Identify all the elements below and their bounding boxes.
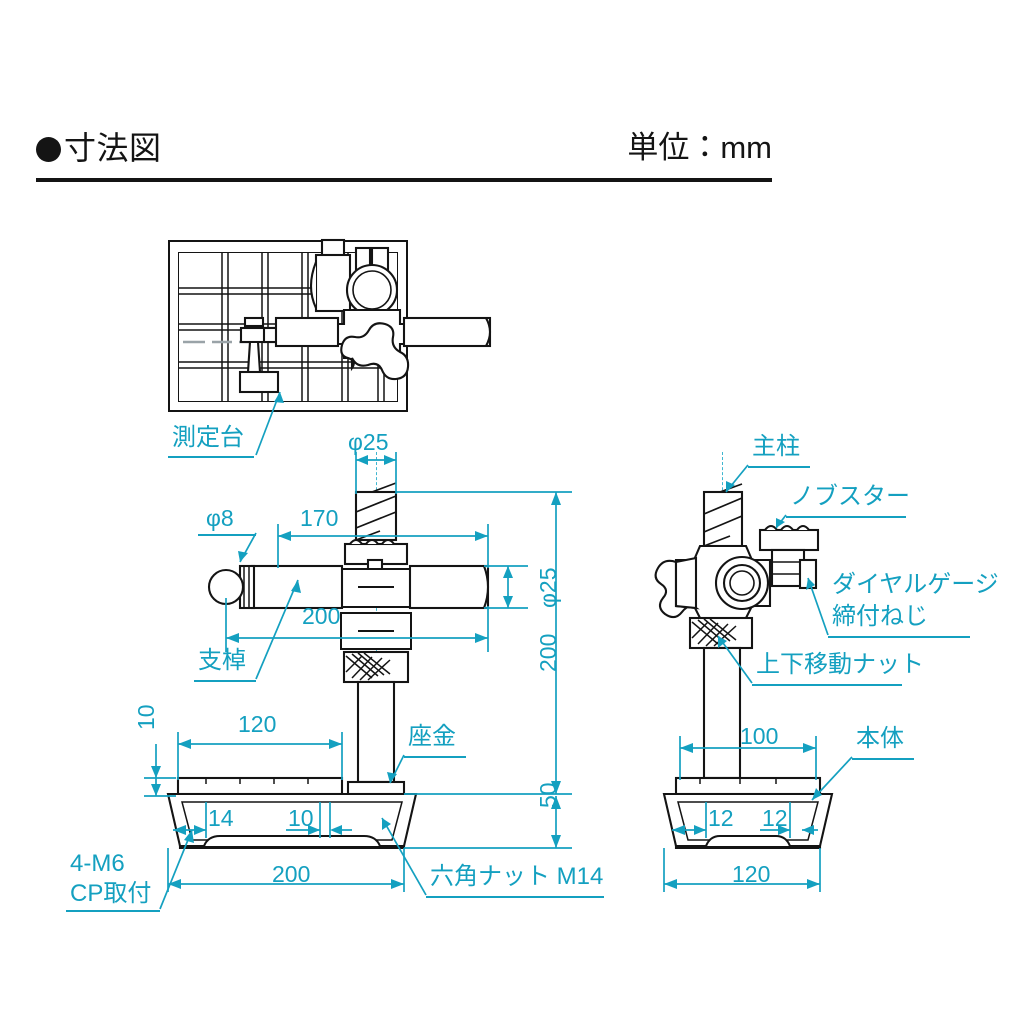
label-main-column-underline [748, 466, 810, 468]
label-measuring-table-underline [168, 456, 254, 458]
dim-200-base-text: 200 [272, 861, 311, 887]
label-measuring-table: 測定台 [172, 424, 244, 451]
label-cp-mount: CP取付 [70, 880, 152, 907]
label-4-m6: 4-M6 [70, 850, 125, 877]
label-dia-8: φ8 [206, 505, 234, 531]
unit-note: 単位：mm [627, 130, 772, 165]
dim-dia-25-top-text: φ25 [348, 429, 389, 455]
title-row: 寸法図 単位：mm [36, 128, 772, 174]
title-divider [36, 178, 772, 182]
filled-circle-bullet-icon [36, 137, 61, 162]
header: 寸法図 単位：mm [0, 0, 1024, 200]
label-main-body-underline [852, 758, 914, 760]
label-washer-underline [404, 756, 466, 758]
dim-12-left-text: 12 [708, 805, 734, 831]
page-title: 寸法図 [64, 130, 162, 166]
label-updown-nut: 上下移動ナット [756, 651, 924, 678]
dim-120-table-text: 120 [238, 711, 277, 737]
label-hex-nut-m14: 六角ナット M14 [430, 863, 604, 890]
label-dial-gauge-line1: ダイヤルゲージ [832, 571, 999, 598]
dim-200-arm-text: 200 [302, 603, 341, 629]
label-main-body: 本体 [856, 725, 904, 752]
label-knob-star-underline [786, 516, 906, 518]
label-main-column: 主柱 [752, 433, 800, 460]
label-support-post: 支棹 [198, 647, 246, 674]
dim-12-right-text: 12 [762, 805, 788, 831]
dim-170-text: 170 [300, 505, 339, 531]
dim-120-base-text: 120 [732, 861, 771, 887]
front-view-clamp-slot-upper [358, 586, 394, 589]
label-hex-nut-underline [426, 896, 604, 898]
label-cp-mount-underline [66, 910, 160, 912]
front-view-clamp-slot-lower [358, 630, 394, 633]
label-knob-star: ノブスター [790, 483, 910, 510]
label-dial-gauge-underline [828, 636, 970, 638]
label-dial-gauge-line2: 締付ねじ [832, 603, 928, 630]
dim-14-text: 14 [208, 805, 234, 831]
dim-100-text: 100 [740, 723, 779, 749]
label-updown-nut-underline [752, 684, 902, 686]
label-support-post-underline [194, 680, 256, 682]
label-dia-8-underline [198, 534, 256, 536]
label-washer: 座金 [408, 723, 456, 750]
